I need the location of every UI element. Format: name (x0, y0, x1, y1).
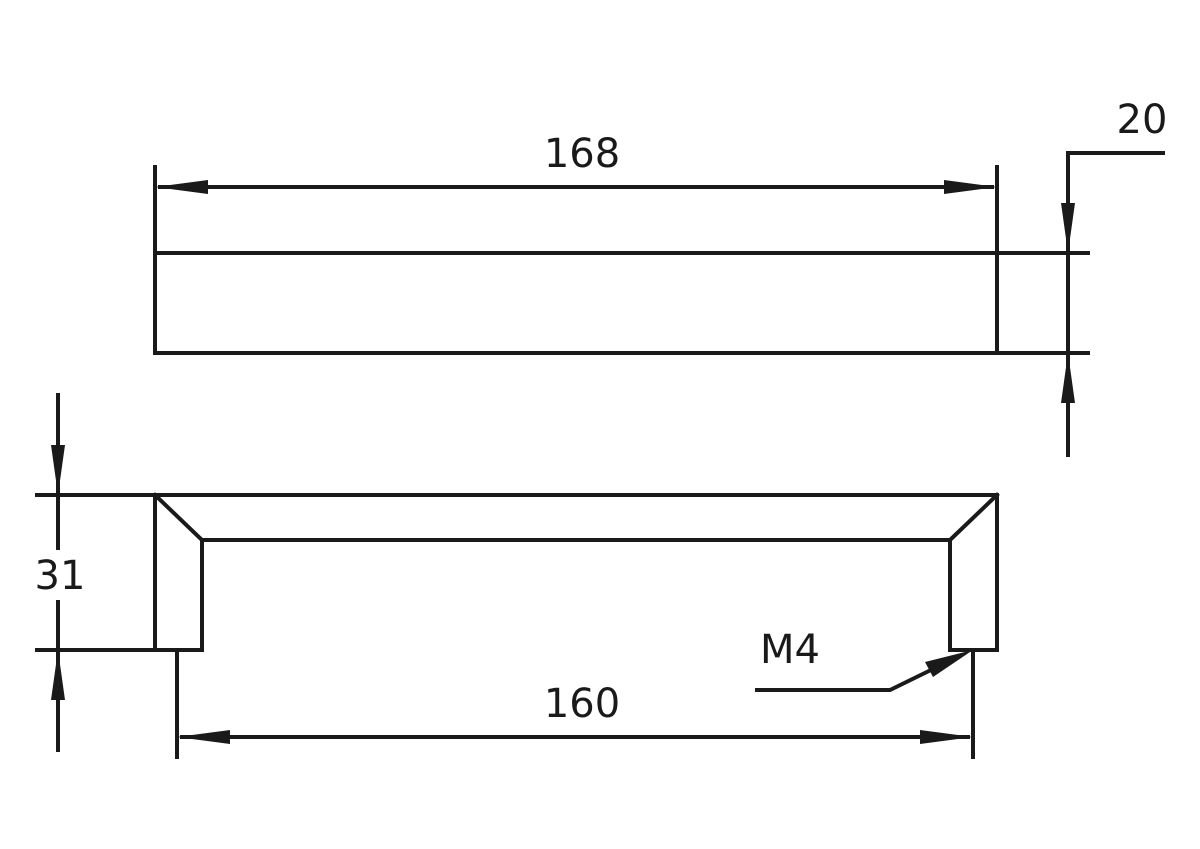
arrow-up (51, 650, 65, 700)
dimension-label-20: 20 (1117, 97, 1168, 143)
arrow-left (177, 730, 230, 744)
arrow-right (920, 730, 973, 744)
arrow-down (51, 445, 65, 495)
left-chamfer (152, 492, 205, 543)
thread-label-m4: M4 (760, 627, 820, 673)
label-background (30, 550, 90, 600)
arrow-m4 (925, 650, 973, 677)
top-view: 168 20 (153, 97, 1168, 457)
dimension-label-168: 168 (544, 131, 620, 177)
handle-top-outline (153, 251, 999, 355)
right-chamfer (947, 492, 1000, 543)
arrow-left (155, 180, 208, 194)
arrow-down (1061, 203, 1075, 253)
front-view: 31 160 M4 (30, 393, 1000, 759)
leader-line-m4 (755, 665, 938, 692)
dimension-label-31: 31 (35, 553, 86, 599)
arrow-right (944, 180, 997, 194)
arrow-up (1061, 353, 1075, 403)
dimension-label-160: 160 (544, 681, 620, 727)
